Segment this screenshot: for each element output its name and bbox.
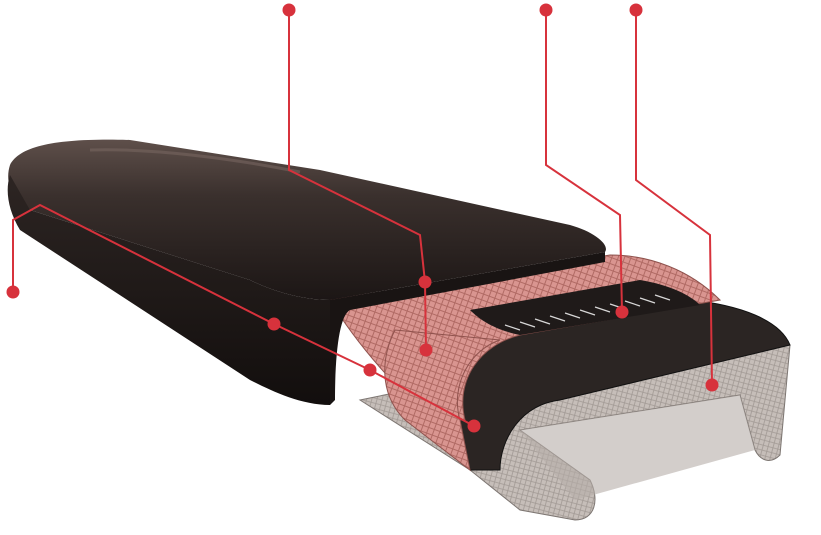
callout-markers bbox=[6, 3, 719, 433]
callout-marker-fabric-edge bbox=[363, 363, 377, 377]
callout-marker-cords bbox=[615, 305, 629, 319]
callout-marker-grey-fabric bbox=[705, 378, 719, 392]
callout-marker-left bbox=[6, 285, 20, 299]
callout-marker-red-fabric-lower bbox=[419, 343, 433, 357]
grey-base-fabric-layer bbox=[358, 329, 791, 521]
top-rubber-cover bbox=[7, 139, 606, 405]
callout-marker-top-1 bbox=[282, 3, 296, 17]
callout-marker-cover-side bbox=[267, 317, 281, 331]
callout-marker-top-3 bbox=[629, 3, 643, 17]
callout-marker-inner-rubber bbox=[467, 419, 481, 433]
callout-marker-top-2 bbox=[539, 3, 553, 17]
callout-lines bbox=[12, 10, 713, 427]
callout-marker-red-fabric-upper bbox=[418, 275, 432, 289]
